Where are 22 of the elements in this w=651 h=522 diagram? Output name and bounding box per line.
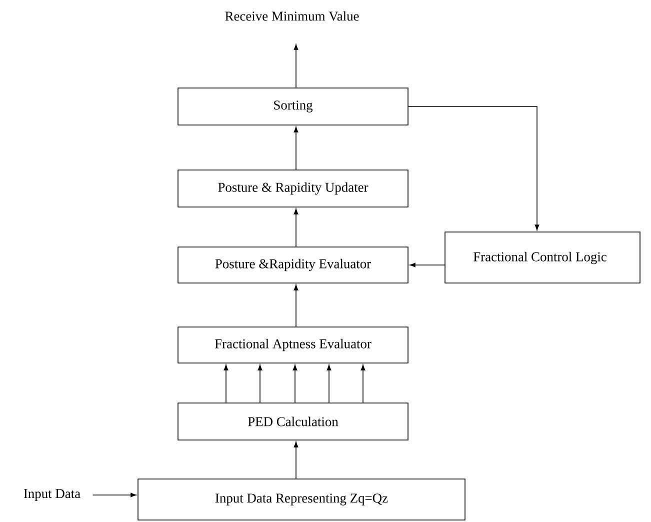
bare-text: Input Data <box>24 489 80 501</box>
process-box: PED Calculation <box>178 402 408 440</box>
process-box: Sorting <box>178 88 408 126</box>
arrow <box>410 262 445 268</box>
arrow <box>292 364 298 403</box>
bare-text: Receive Minimum Value <box>225 11 359 21</box>
process-box: Posture &Rapidity Evaluator <box>178 246 408 284</box>
arrow <box>294 442 298 479</box>
arrow <box>294 284 298 327</box>
arrow <box>294 44 298 88</box>
arrow <box>224 364 228 403</box>
arrow <box>92 492 136 498</box>
process-box: Posture & Rapidity Updater <box>178 170 408 208</box>
arrow <box>326 364 332 403</box>
process-box: Input Data Representing Zq=Qz <box>138 478 466 520</box>
arrow <box>258 364 262 403</box>
arrow <box>294 208 298 247</box>
arrow <box>408 106 540 230</box>
process-box: Fractional Control Logic <box>444 232 640 284</box>
process-box: Fractional Aptness Evaluator <box>178 326 408 364</box>
arrow <box>294 126 298 170</box>
arrow <box>360 364 366 403</box>
